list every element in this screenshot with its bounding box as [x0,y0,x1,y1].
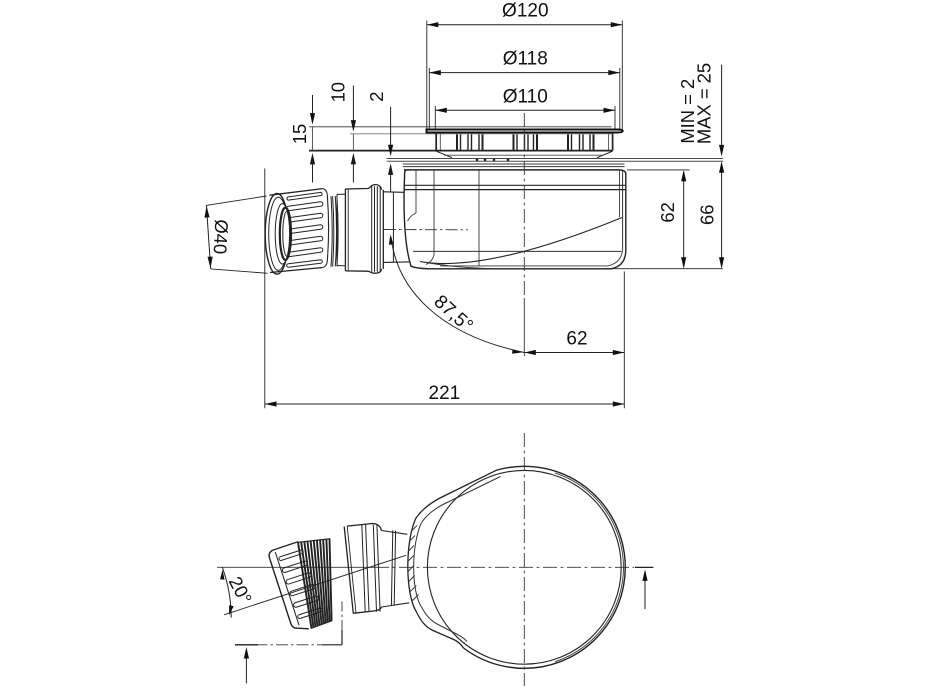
svg-text:10: 10 [328,82,349,102]
svg-text:Ø120: Ø120 [502,1,548,22]
svg-text:Ø110: Ø110 [503,87,548,108]
svg-text:15: 15 [289,124,310,144]
svg-text:62: 62 [566,328,587,349]
svg-text:Ø118: Ø118 [503,49,548,70]
svg-text:MAX = 25: MAX = 25 [694,63,715,144]
svg-text:2: 2 [366,91,387,101]
svg-text:Ø40: Ø40 [210,219,233,255]
svg-text:62: 62 [657,202,678,222]
svg-text:66: 66 [697,204,718,224]
svg-text:221: 221 [429,383,461,404]
